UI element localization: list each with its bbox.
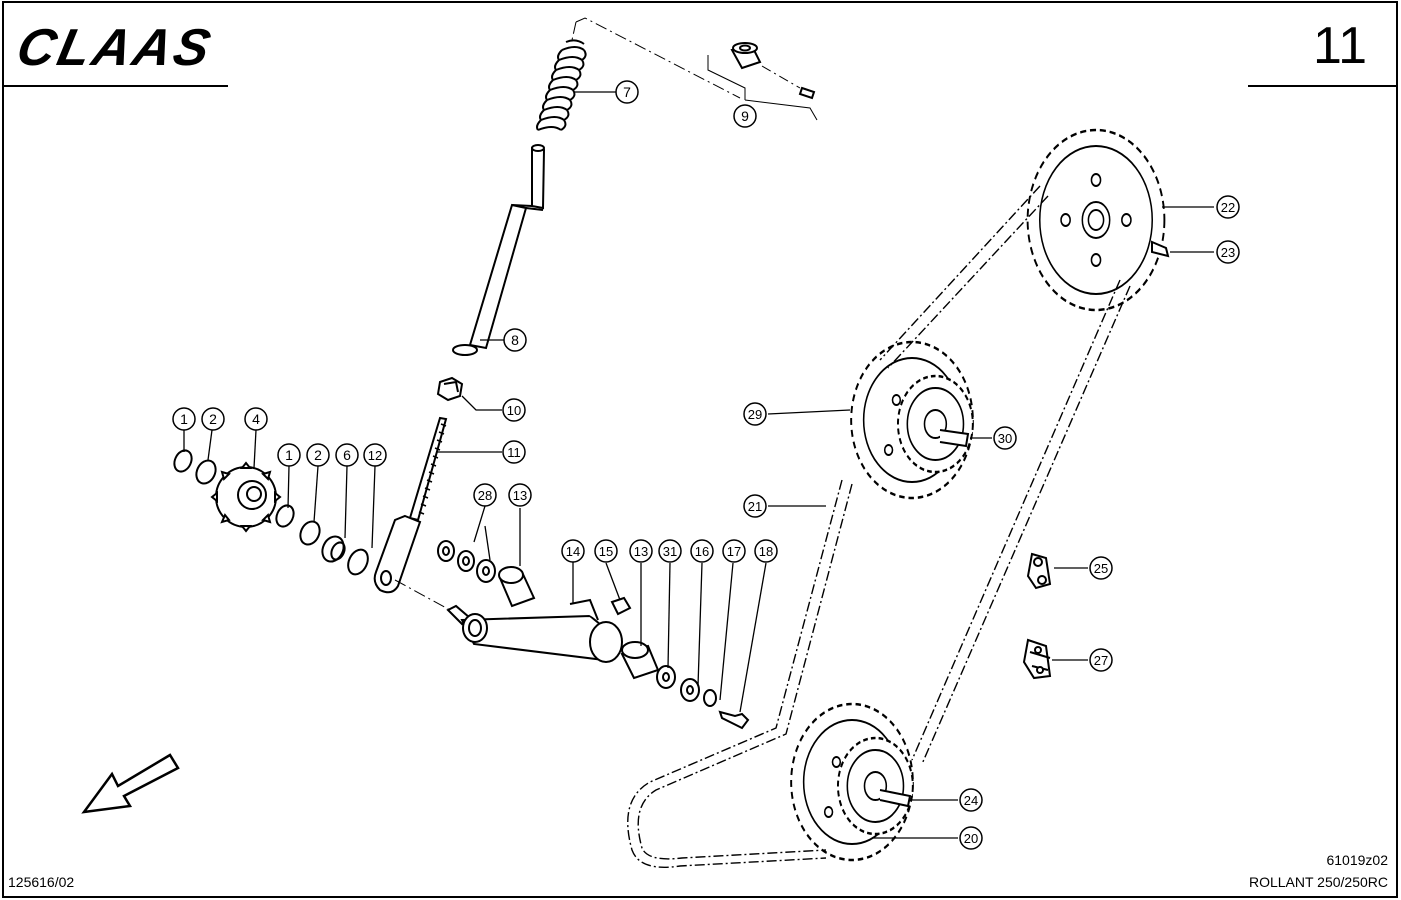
- tensioner-arm-part: [446, 598, 623, 663]
- callout-16: 16: [690, 539, 714, 563]
- callout-label: 24: [964, 793, 978, 808]
- washers-mid: [437, 540, 750, 730]
- callout-21: 21: [743, 494, 767, 518]
- figure-code: 61019z02: [1326, 852, 1388, 868]
- callout-label: 28: [478, 488, 492, 503]
- callout-25: 25: [1089, 556, 1113, 580]
- callout-label: 16: [695, 544, 709, 559]
- callout-8: 8: [503, 328, 527, 352]
- callout-label: 29: [748, 407, 762, 422]
- callout-10: 10: [502, 398, 526, 422]
- idler-sprocket-part: [210, 461, 282, 533]
- callout-label: 13: [513, 488, 527, 503]
- callout-label: 25: [1094, 561, 1108, 576]
- callout-23: 23: [1216, 240, 1240, 264]
- callout-29: 29: [743, 402, 767, 426]
- callout-label: 9: [741, 108, 749, 124]
- callout-label: 6: [343, 447, 351, 463]
- collar-part: [730, 42, 816, 100]
- callout-label: 10: [507, 403, 521, 418]
- callout-label: 4: [252, 411, 260, 427]
- roller-chain: [627, 185, 1131, 868]
- callout-label: 2: [314, 447, 322, 463]
- callout-18: 18: [754, 539, 778, 563]
- callout-28: 28: [473, 483, 497, 507]
- callout-15: 15: [594, 539, 618, 563]
- callout-1b: 1: [277, 443, 301, 467]
- callout-label: 23: [1221, 245, 1235, 260]
- callout-20: 20: [959, 826, 983, 850]
- nut-part: [436, 376, 464, 402]
- callout-label: 11: [507, 445, 521, 460]
- grease-nipple: [610, 596, 632, 616]
- callout-2a: 2: [201, 407, 225, 431]
- callout-13a: 13: [508, 483, 532, 507]
- callout-11: 11: [502, 440, 526, 464]
- leader-lines: [183, 91, 1214, 839]
- spring-part: [536, 39, 587, 131]
- callout-label: 14: [566, 544, 580, 559]
- sprocket-lower: [790, 702, 914, 862]
- page-number: 11: [1313, 17, 1367, 75]
- callout-27: 27: [1089, 648, 1113, 672]
- callout-31: 31: [658, 539, 682, 563]
- callout-label: 30: [998, 431, 1012, 446]
- callout-24: 24: [959, 788, 983, 812]
- callout-label: 31: [663, 544, 677, 559]
- callout-label: 22: [1221, 200, 1235, 215]
- callout-22: 22: [1216, 195, 1240, 219]
- callout-label: 13: [634, 544, 648, 559]
- callout-label: 7: [623, 84, 631, 100]
- drawing-code: 125616/02: [8, 874, 75, 890]
- callout-label: 12: [368, 448, 382, 463]
- callout-14: 14: [561, 539, 585, 563]
- callout-label: 18: [759, 544, 773, 559]
- callout-4: 4: [244, 407, 268, 431]
- callout-7: 7: [615, 80, 639, 104]
- rod-part: [452, 144, 546, 356]
- callout-17: 17: [722, 539, 746, 563]
- connecting-link-27: [1022, 638, 1052, 680]
- callout-6: 6: [335, 443, 359, 467]
- callout-label: 21: [748, 499, 762, 514]
- connecting-link-25: [1026, 552, 1052, 590]
- callout-label: 15: [599, 544, 613, 559]
- drive-sprocket-upper: [1026, 128, 1166, 312]
- arrow-down-left-icon: [81, 753, 180, 814]
- callout-12: 12: [363, 443, 387, 467]
- callout-2b: 2: [306, 443, 330, 467]
- model-name: ROLLANT 250/250RC: [1248, 874, 1388, 890]
- callout-9: 9: [733, 104, 757, 128]
- callout-13b: 13: [629, 539, 653, 563]
- brand-wordmark: CLAAS: [11, 19, 219, 77]
- brand-logo: CLAAS: [12, 19, 238, 77]
- callout-label: 1: [285, 447, 293, 463]
- callout-label: 20: [964, 831, 978, 846]
- callout-label: 27: [1094, 653, 1108, 668]
- callout-1a: 1: [172, 407, 196, 431]
- callout-label: 2: [209, 411, 217, 427]
- threaded-rod-part: [373, 416, 448, 594]
- callout-30: 30: [993, 426, 1017, 450]
- shims-left: [173, 449, 369, 576]
- callout-label: 1: [180, 411, 188, 427]
- sprocket-middle: [850, 340, 974, 500]
- callout-label: 8: [511, 332, 519, 348]
- callout-label: 17: [727, 544, 741, 559]
